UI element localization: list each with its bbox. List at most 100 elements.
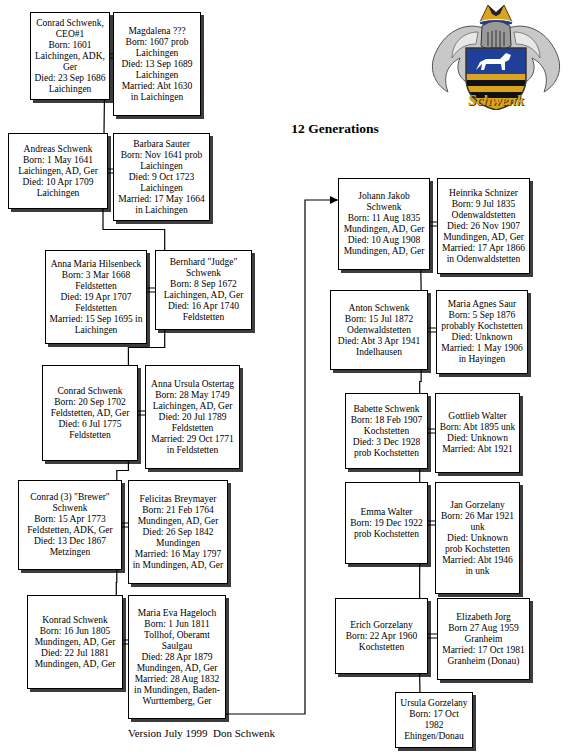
- life-event: Died: Unknown prob Kochstetten: [439, 533, 516, 555]
- shield-blue: [466, 48, 526, 74]
- person-box: Konrad SchwenkBorn: 16 Jun 1805 Mundinge…: [27, 595, 123, 689]
- life-event: Married: 1 May 1906 in Hayingen: [440, 343, 524, 365]
- person-box: Jan GorzelanyBorn: 26 Mar 1921 unkDied: …: [435, 482, 520, 594]
- life-event: Died: 26 Nov 1907 Mundingen, AD, Ger: [441, 221, 526, 243]
- marriage-link: [428, 521, 435, 525]
- life-event: Married: 28 Aug 1832 in Mundingen, Baden…: [132, 674, 222, 707]
- life-event: Married: Abt 1630 in Laichingen: [117, 81, 197, 103]
- life-event: Died: 6 Jul 1775 Feldstetten: [46, 419, 134, 441]
- person-box: Erich GorzelanyBorn: 22 Apr 1960 Kochste…: [335, 598, 428, 674]
- life-event: Born: 28 May 1749 Laichingen, AD, Ger: [149, 390, 236, 412]
- life-event: Died: 10 Aug 1908 Mundingen, AD, Ger: [342, 235, 426, 257]
- person-name: Heinrika Schnizer: [441, 188, 526, 199]
- life-event: Born: 18 Feb 1907 Kochstetten: [349, 415, 424, 437]
- life-event: Born: 15 Apr 1773 Feldstetten, ADK, Ger: [22, 514, 118, 536]
- person-box: Felicitas BreymayerBorn: 21 Feb 1764 Mun…: [128, 480, 228, 584]
- person-name: Barbara Sauter: [117, 139, 206, 150]
- person-box: Barbara SauterBorn: Nov 1641 prob Laichi…: [113, 133, 210, 221]
- life-event: Born: 1 Jun 1811 Tollhof, Oberamt Saulga…: [132, 619, 222, 652]
- person-name: Felicitas Breymayer: [132, 494, 224, 505]
- person-box: Heinrika SchnizerBorn: 9 Jul 1835 Odenwa…: [437, 178, 530, 274]
- chart-title: 12 Generations: [265, 121, 405, 137]
- descent-line: [117, 461, 129, 480]
- person-name: Maria Eva Hageloch: [132, 608, 222, 619]
- life-event: Died: 19 Apr 1707 Feldstetten: [49, 292, 143, 314]
- person-box: Emma WalterBorn: 19 Dec 1922 prob Kochst…: [345, 482, 428, 564]
- life-event: Died: 9 Oct 1723 Laichingen: [117, 172, 206, 194]
- life-event: Born: 9 Jul 1835 Odenwaldstetten: [441, 199, 526, 221]
- descent-line: [419, 564, 420, 598]
- marriage-link: [428, 328, 436, 332]
- descent-line: [103, 100, 105, 133]
- person-box: Johann Jakob SchwenkBorn: 11 Aug 1835 Mu…: [338, 178, 430, 270]
- life-event: Born: 1607 prob Laichingen: [117, 37, 197, 59]
- person-box: Maria Agnes SaurBorn: 5 Sep 1876 probabl…: [436, 290, 528, 374]
- descent-line: [419, 674, 421, 692]
- person-box: Conrad (3) "Brewer" SchwenkBorn: 15 Apr …: [18, 480, 122, 570]
- life-event: Born: Abt 1895 unk: [439, 422, 516, 433]
- family-name-label: Schwenk: [451, 92, 541, 109]
- life-event: Died: 13 Dec 1867 Metzingen: [22, 536, 118, 558]
- life-event: Born 27 Aug 1959 Granheim: [441, 623, 526, 645]
- life-event: Died: 16 Apr 1740 Feldstetten: [159, 301, 248, 323]
- person-box: Magdalena ???Born: 1607 prob LaichingenD…: [113, 12, 201, 116]
- marriage-link: [147, 288, 155, 292]
- life-event: Born: 11 Aug 1835 Mundingen, AD, Ger: [342, 213, 426, 235]
- life-event: Born: 15 Jul 1872 Odenwaldstetten: [334, 314, 424, 336]
- crest-band: [488, 5, 504, 16]
- descent-line: [419, 469, 420, 482]
- marriage-link: [428, 429, 435, 433]
- life-event: Died: 20 Jul 1789 Feldstetten: [149, 412, 236, 434]
- person-name: Gottlieb Walter: [439, 411, 516, 422]
- life-event: Born: 8 Sep 1672 Laichingen, AD, Ger: [159, 279, 248, 301]
- marriage-link: [428, 634, 437, 638]
- life-event: Died: 22 Jul 1881 Mundingen, AD, Ger: [31, 648, 119, 670]
- person-name: Konrad Schwenk: [31, 615, 119, 626]
- life-event: Born: 22 Apr 1960 Kochstetten: [339, 631, 424, 653]
- life-event: Died: 23 Sep 1686 Laichingen: [34, 73, 106, 95]
- person-box: Anton SchwenkBorn: 15 Jul 1872 Odenwalds…: [330, 290, 428, 370]
- person-name: Andreas Schwenk: [12, 144, 104, 155]
- life-event: Married: 29 Oct 1771 in Feldstetten: [149, 434, 236, 456]
- descent-line: [420, 270, 422, 290]
- person-box: Elizabeth JorgBorn 27 Aug 1959 GranheimM…: [437, 598, 530, 680]
- person-name: Conrad Schwenk, CEO#1: [34, 18, 106, 40]
- chart-caption: Version July 1999 Don Schwenk: [128, 727, 328, 740]
- person-box: Andreas SchwenkBorn: 1 May 1641 Laiching…: [8, 133, 108, 209]
- person-name: Jan Gorzelany: [439, 500, 516, 511]
- marriage-link: [138, 411, 145, 415]
- person-box: Bernhard "Judge" SchwenkBorn: 8 Sep 1672…: [155, 250, 252, 330]
- life-event: Born: 1 May 1641 Laichingen, AD, Ger: [12, 155, 104, 177]
- life-event: Married: Abt 1946 in unk: [439, 555, 516, 577]
- person-name: Johann Jakob Schwenk: [342, 191, 426, 213]
- person-name: Babette Schwenk: [349, 404, 424, 415]
- person-box: Ursula GorzelanyBorn: 17 Oct 1982 Ehinge…: [395, 692, 473, 748]
- life-event: Married: 15 Sep 1695 in Laichingen: [49, 314, 143, 336]
- person-name: Erich Gorzelany: [339, 620, 424, 631]
- person-box: Conrad Schwenk, CEO#1Born: 1601 Laiching…: [30, 12, 110, 100]
- life-event: Born: Nov 1641 prob Laichingen: [117, 150, 206, 172]
- shield-band: [466, 80, 526, 86]
- mantling: [432, 26, 559, 92]
- life-event: Married: 17 May 1664 in Laichingen: [117, 194, 206, 216]
- life-event: Married: Abt 1921: [439, 444, 516, 455]
- person-box: Babette SchwenkBorn: 18 Feb 1907 Kochste…: [345, 393, 428, 469]
- life-event: Born: 26 Mar 1921 unk: [439, 511, 516, 533]
- life-event: Died: Abt 3 Apr 1941 Indelhausen: [334, 336, 424, 358]
- person-name: Bernhard "Judge" Schwenk: [159, 257, 248, 279]
- life-event: Born: 5 Sep 1876 probably Kochstetten: [440, 310, 524, 332]
- life-event: Married: 16 May 1797 in Mundingen, AD, G…: [132, 549, 224, 571]
- person-name: Maria Agnes Saur: [440, 299, 524, 310]
- person-name: Anna Ursula Ostertag: [149, 379, 236, 390]
- life-event: Born: 3 Mar 1668 Feldstetten: [49, 270, 143, 292]
- life-event: Born: 16 Jun 1805 Mundingen, AD, Ger: [31, 626, 119, 648]
- descent-line: [420, 370, 421, 393]
- life-event: Married: 17 Oct 1981 Granheim (Donau): [441, 645, 526, 667]
- life-event: Died: Unknown: [440, 332, 524, 343]
- person-name: Anton Schwenk: [334, 303, 424, 314]
- person-box: Anna Ursula OstertagBorn: 28 May 1749 La…: [145, 365, 240, 469]
- helmet-grille: [488, 30, 504, 49]
- person-name: Conrad Schwenk: [46, 386, 134, 397]
- life-event: Born: 19 Dec 1922 prob Kochstetten: [349, 518, 424, 540]
